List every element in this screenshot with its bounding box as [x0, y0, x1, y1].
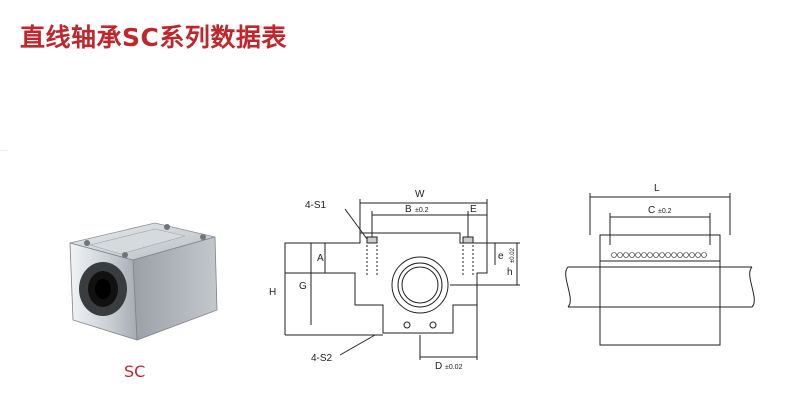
- dim-s1-label: 4-S1: [305, 200, 327, 211]
- dim-e-label: e: [498, 251, 504, 262]
- dim-a-label: A: [317, 253, 324, 264]
- dim-b-label: B: [405, 204, 412, 215]
- dim-h-label: h: [507, 267, 513, 278]
- dim-b-tol: ±0.2: [415, 207, 429, 214]
- page-title: 直线轴承SC系列数据表: [20, 23, 287, 52]
- dim-h-tol: ±0.02: [510, 247, 516, 263]
- dim-w-label: W: [415, 189, 425, 200]
- dim-e-cap-label: E: [470, 204, 477, 215]
- dim-d-tol: ±0.02: [445, 364, 463, 371]
- dim-c-label: C: [648, 205, 655, 216]
- dim-g-label: G: [299, 281, 307, 292]
- product-caption: SC: [124, 362, 146, 381]
- dim-d-label: D: [435, 361, 442, 372]
- sc-bearing-photo: [69, 222, 218, 341]
- dim-c-tol: ±0.2: [658, 208, 672, 215]
- side-view-drawing: L C ±0.2: [565, 183, 755, 346]
- left-edge-divider: [0, 150, 8, 420]
- dim-h-cap-label: H: [269, 287, 276, 298]
- dim-l-label: L: [654, 183, 660, 194]
- front-view-drawing: W B ±0.2 E 4-S1 A e H G h ±0.02 4-S2 D ±…: [269, 189, 520, 372]
- dim-s2-label: 4-S2: [311, 353, 333, 364]
